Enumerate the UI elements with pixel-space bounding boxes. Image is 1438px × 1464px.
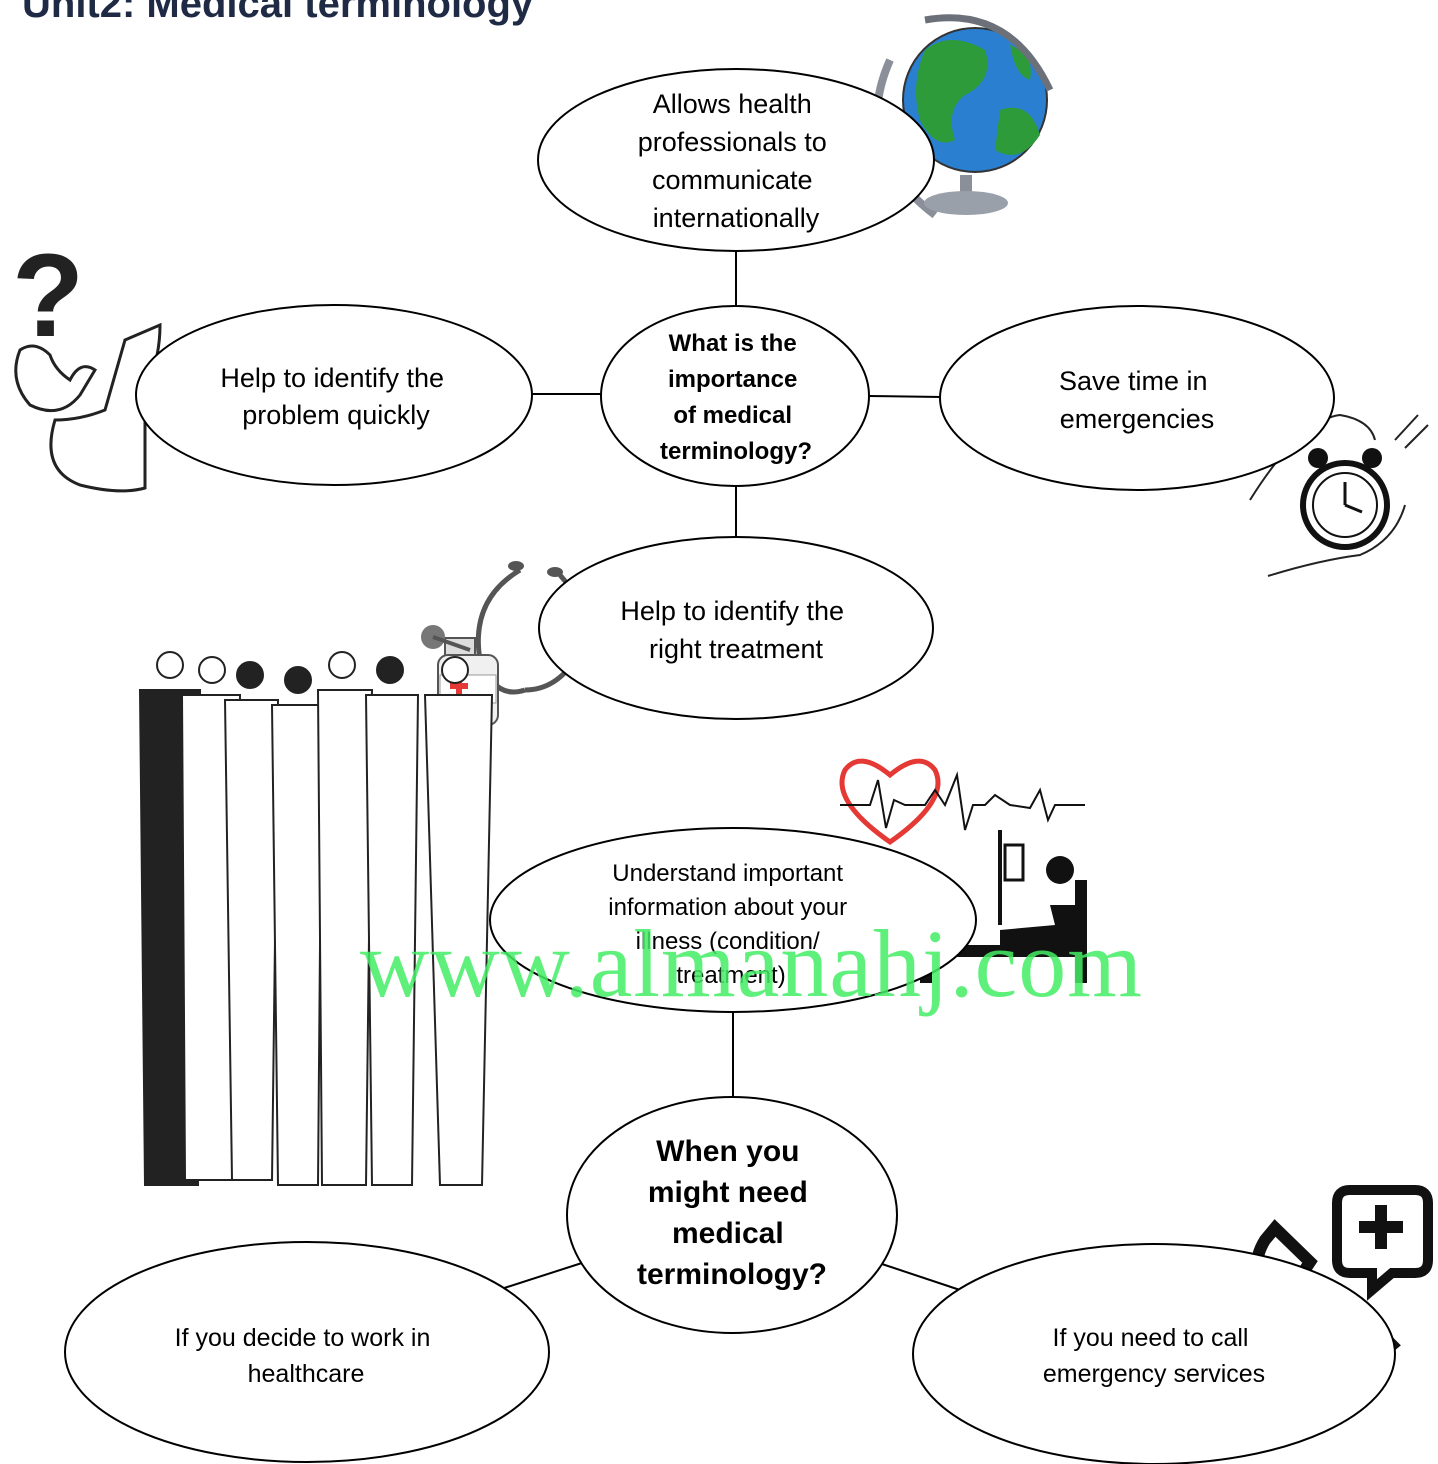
center2-node-text: When you might need medical terminology? — [637, 1135, 827, 1291]
node-bottom-text: Help to identify the right treatment — [620, 596, 851, 664]
globe-icon — [873, 14, 1054, 219]
watermark: www.almanahj.com — [360, 910, 1143, 1017]
heartbeat-patient-bed-icon — [839, 758, 1087, 983]
node2-left-ellipse — [64, 1241, 550, 1463]
node-top-text: Allows health professionals to communica… — [638, 89, 835, 233]
alarm-clock-hand-icon — [1249, 413, 1429, 577]
center-node-ellipse — [600, 305, 870, 487]
node-bottom-ellipse — [538, 536, 934, 720]
connectors-top — [532, 250, 943, 538]
node2-right-text: If you need to call emergency services — [1043, 1324, 1265, 1388]
question-hand-icon: ? — [12, 230, 162, 493]
node2-right-ellipse — [912, 1243, 1396, 1464]
center-node-text: What is the importance of medical termin… — [660, 330, 812, 465]
svg-text:?: ? — [12, 230, 84, 362]
node2-top-ellipse — [489, 827, 977, 1013]
center2-node-ellipse — [566, 1096, 898, 1334]
node-left-ellipse — [135, 304, 533, 486]
connectors-bottom — [497, 1010, 961, 1291]
node-top-ellipse — [537, 68, 935, 252]
node2-left-text: If you decide to work in healthcare — [175, 1324, 438, 1388]
node-right-text: Save time in emergencies — [1059, 366, 1215, 434]
node-right-ellipse — [939, 305, 1335, 491]
node2-top-text: Understand important information about y… — [608, 860, 853, 989]
medical-staff-group-icon — [138, 651, 494, 1186]
node-left-text: Help to identify the problem quickly — [220, 363, 451, 430]
page-title: Unit2: Medical terminology — [22, 0, 534, 26]
